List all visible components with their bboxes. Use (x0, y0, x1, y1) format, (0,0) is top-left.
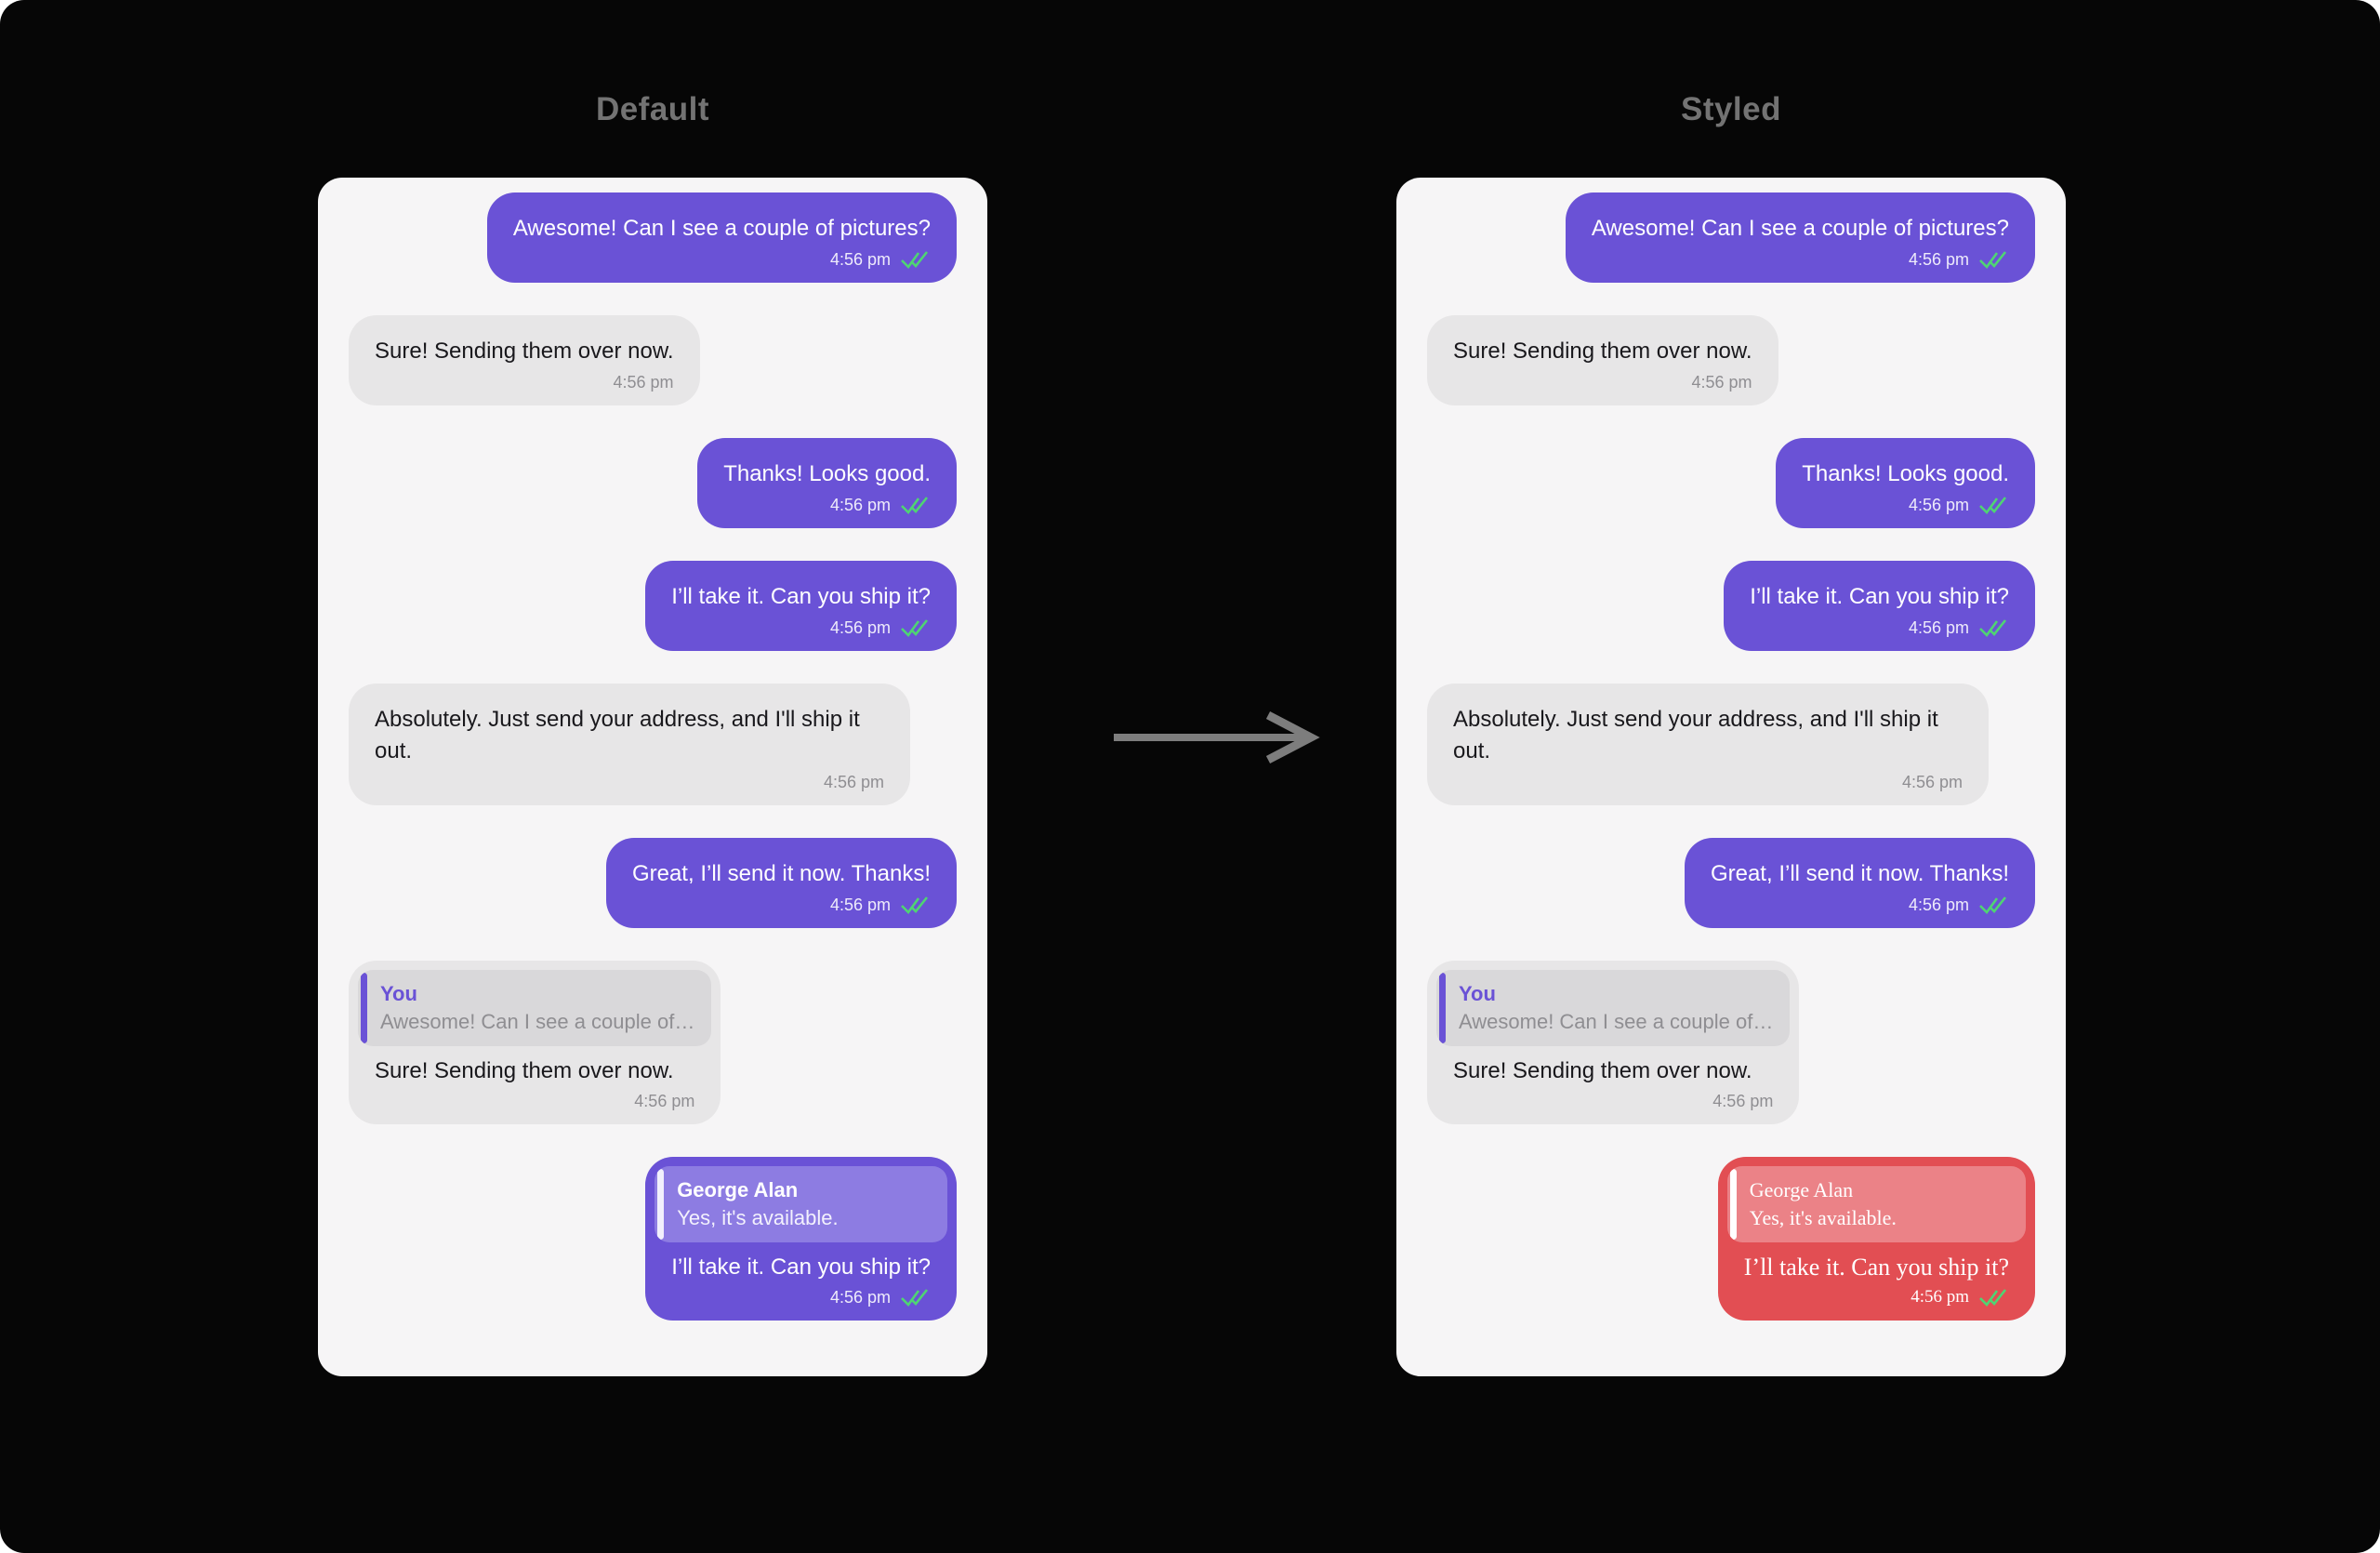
chat-bubble-outgoing[interactable]: I’ll take it. Can you ship it? 4:56 pm (645, 561, 957, 651)
reply-preview: Awesome! Can I see a couple of… (380, 1010, 695, 1033)
message-row: George Alan Yes, it's available. I’ll ta… (1427, 1157, 2035, 1321)
chat-bubble-incoming[interactable]: Sure! Sending them over now. 4:56 pm (1427, 315, 1778, 405)
chat-bubble-outgoing[interactable]: Thanks! Looks good. 4:56 pm (1776, 438, 2035, 528)
message-time: 4:56 pm (613, 373, 674, 392)
message-text: Awesome! Can I see a couple of pictures? (512, 216, 931, 241)
reply-quote[interactable]: George Alan Yes, it's available. (654, 1166, 947, 1242)
reply-quote[interactable]: You Awesome! Can I see a couple of… (1436, 970, 1791, 1046)
message-text: I’ll take it. Can you ship it? (1743, 1254, 2009, 1281)
message-text: I’ll take it. Can you ship it? (671, 584, 931, 609)
message-row: Sure! Sending them over now. 4:56 pm (349, 315, 957, 405)
message-time: 4:56 pm (1908, 496, 1969, 514)
reply-author: George Alan (677, 1178, 799, 1201)
message-time: 4:56 pm (829, 896, 891, 914)
message-text: Absolutely. Just send your address, and … (1453, 707, 1938, 763)
chat-bubble-outgoing[interactable]: I’ll take it. Can you ship it? 4:56 pm (1724, 561, 2035, 651)
message-time: 4:56 pm (1691, 373, 1752, 392)
message-time: 4:56 pm (829, 250, 891, 269)
chat-panel-styled: Awesome! Can I see a couple of pictures?… (1396, 178, 2066, 1376)
reply-quote-bar (657, 1169, 665, 1240)
read-receipt-icon (901, 619, 929, 637)
message-text: I’ll take it. Can you ship it? (1750, 584, 2009, 609)
reply-preview: Awesome! Can I see a couple of… (1459, 1010, 1774, 1033)
message-row: I’ll take it. Can you ship it? 4:56 pm (1427, 561, 2035, 651)
message-time: 4:56 pm (829, 1288, 891, 1307)
message-text: Sure! Sending them over now. (375, 338, 674, 364)
reply-preview: Yes, it's available. (677, 1206, 839, 1229)
reply-quote-bar (1729, 1169, 1737, 1240)
message-time: 4:56 pm (823, 773, 884, 791)
chat-panel-default: Awesome! Can I see a couple of pictures?… (318, 178, 987, 1376)
chat-bubble-incoming[interactable]: Absolutely. Just send your address, and … (1427, 684, 1989, 805)
message-row: Absolutely. Just send your address, and … (349, 684, 957, 805)
read-receipt-icon (901, 497, 929, 514)
reply-quote-bar (1439, 973, 1446, 1043)
reply-author: George Alan (1749, 1178, 1854, 1201)
message-text: Great, I’ll send it now. Thanks! (631, 861, 931, 886)
message-time: 4:56 pm (634, 1092, 695, 1110)
chat-bubble-outgoing[interactable]: Great, I’ll send it now. Thanks! 4:56 pm (1684, 838, 2035, 928)
reply-quote-bar (361, 973, 367, 1043)
reply-quote[interactable]: George Alan Yes, it's available. (1726, 1166, 2026, 1242)
message-time: 4:56 pm (1901, 773, 1963, 791)
chat-bubble-outgoing[interactable]: Awesome! Can I see a couple of pictures?… (1565, 192, 2035, 283)
read-receipt-icon (901, 896, 929, 914)
message-time: 4:56 pm (829, 618, 891, 637)
read-receipt-icon (901, 251, 929, 269)
chat-bubble-incoming[interactable]: Absolutely. Just send your address, and … (349, 684, 910, 805)
read-receipt-icon (1979, 619, 2007, 637)
message-row: Great, I’ll send it now. Thanks! 4:56 pm (349, 838, 957, 928)
message-row: You Awesome! Can I see a couple of… Sure… (1427, 961, 2035, 1124)
message-time: 4:56 pm (1911, 1287, 1969, 1307)
message-row: George Alan Yes, it's available. I’ll ta… (349, 1157, 957, 1321)
chat-bubble-outgoing[interactable]: Thanks! Looks good. 4:56 pm (697, 438, 957, 528)
chat-bubble-incoming-reply[interactable]: You Awesome! Can I see a couple of… Sure… (1427, 961, 1800, 1124)
chat-bubble-outgoing[interactable]: Great, I’ll send it now. Thanks! 4:56 pm (605, 838, 957, 928)
reply-preview: Yes, it's available. (1749, 1206, 1897, 1229)
message-text: Thanks! Looks good. (1802, 461, 2009, 486)
chat-bubble-incoming[interactable]: Sure! Sending them over now. 4:56 pm (349, 315, 700, 405)
message-row: Awesome! Can I see a couple of pictures?… (349, 192, 957, 283)
chat-bubble-outgoing-reply-styled[interactable]: George Alan Yes, it's available. I’ll ta… (1717, 1157, 2035, 1321)
message-time: 4:56 pm (1908, 896, 1969, 914)
read-receipt-icon (901, 1289, 929, 1307)
styled-variant-title: Styled (1680, 91, 1782, 127)
reply-author: You (1459, 982, 1496, 1005)
message-text: Thanks! Looks good. (723, 461, 931, 486)
message-text: Absolutely. Just send your address, and … (375, 707, 860, 763)
message-row: I’ll take it. Can you ship it? 4:56 pm (349, 561, 957, 651)
message-text: Sure! Sending them over now. (1453, 1058, 1752, 1083)
message-time: 4:56 pm (1908, 618, 1969, 637)
read-receipt-icon (1979, 1289, 2007, 1307)
message-row: Awesome! Can I see a couple of pictures?… (1427, 192, 2035, 283)
chat-bubble-incoming-reply[interactable]: You Awesome! Can I see a couple of… Sure… (349, 961, 721, 1124)
read-receipt-icon (1979, 497, 2007, 514)
chat-bubble-outgoing[interactable]: Awesome! Can I see a couple of pictures?… (486, 192, 957, 283)
message-time: 4:56 pm (1712, 1092, 1774, 1110)
message-text: Sure! Sending them over now. (375, 1058, 674, 1083)
message-text: Sure! Sending them over now. (1453, 338, 1752, 364)
chat-bubble-outgoing-reply[interactable]: George Alan Yes, it's available. I’ll ta… (645, 1157, 957, 1321)
message-row: Sure! Sending them over now. 4:56 pm (1427, 315, 2035, 405)
message-time: 4:56 pm (1908, 250, 1969, 269)
message-text: Awesome! Can I see a couple of pictures? (1591, 216, 2009, 241)
message-row: Absolutely. Just send your address, and … (1427, 684, 2035, 805)
reply-author: You (380, 982, 417, 1005)
message-row: Thanks! Looks good. 4:56 pm (1427, 438, 2035, 528)
message-text: Great, I’ll send it now. Thanks! (1710, 861, 2009, 886)
reply-quote[interactable]: You Awesome! Can I see a couple of… (358, 970, 712, 1046)
transform-arrow-icon (1114, 711, 1320, 763)
message-text: I’ll take it. Can you ship it? (671, 1254, 931, 1280)
message-time: 4:56 pm (829, 496, 891, 514)
message-row: Great, I’ll send it now. Thanks! 4:56 pm (1427, 838, 2035, 928)
message-row: Thanks! Looks good. 4:56 pm (349, 438, 957, 528)
read-receipt-icon (1979, 896, 2007, 914)
message-row: You Awesome! Can I see a couple of… Sure… (349, 961, 957, 1124)
read-receipt-icon (1979, 251, 2007, 269)
default-variant-title: Default (595, 91, 710, 127)
